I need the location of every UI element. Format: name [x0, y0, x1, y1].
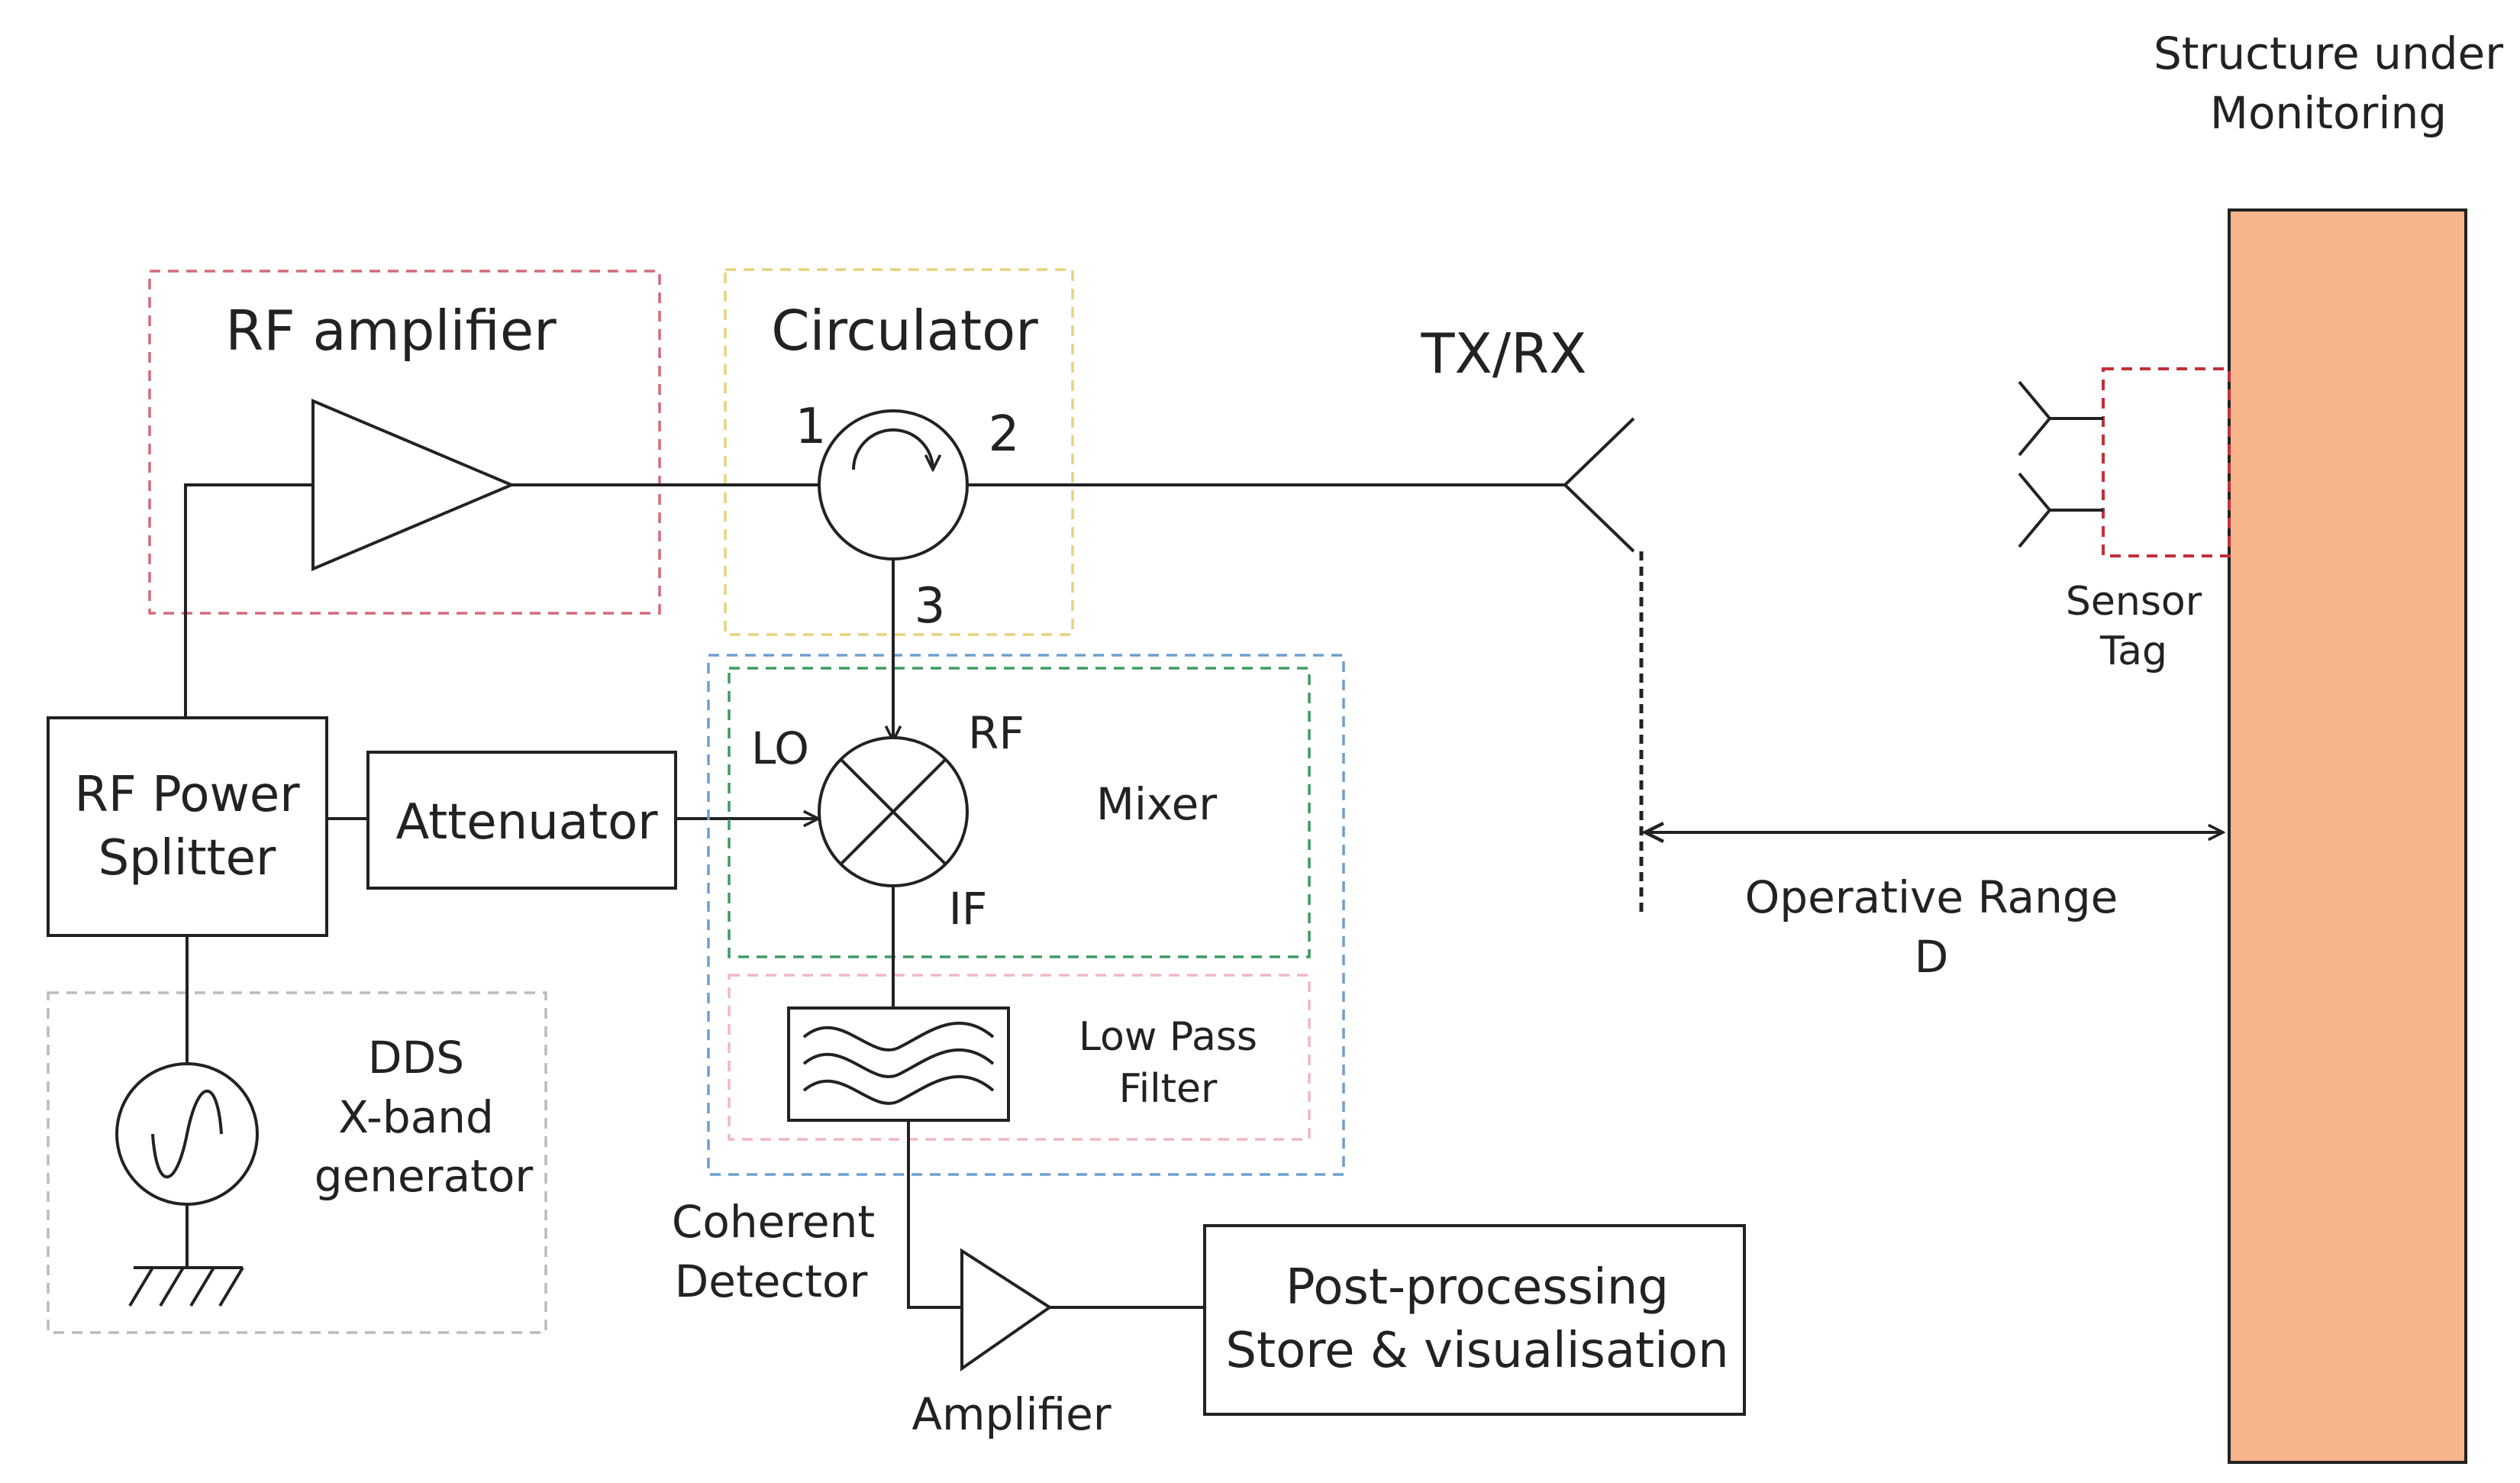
filter-to-amplifier-wire [907, 1120, 962, 1309]
circulator-icon [818, 409, 969, 561]
rf-amplifier-label: RF amplifier [225, 299, 557, 363]
filter-line1: Low Pass [1079, 1014, 1257, 1060]
rf-amplifier-triangle-icon [311, 398, 516, 572]
post-line1: Post-processing [1286, 1259, 1669, 1316]
mixer-label: Mixer [1096, 778, 1217, 830]
operative-range-line1: Operative Range [1745, 871, 2118, 923]
antenna-label: TX/RX [1421, 321, 1587, 386]
amplifier-triangle-icon [960, 1248, 1053, 1372]
sine-wave-icon [151, 1089, 223, 1179]
splitter-line2: Splitter [98, 830, 276, 887]
post-line2: Store & visualisation [1225, 1323, 1728, 1379]
attenuator-label: Attenuator [395, 794, 658, 851]
structure-wall [2228, 208, 2467, 1464]
ground-icon [128, 1266, 244, 1307]
sensor-tag-line1: Sensor [2066, 579, 2202, 625]
dds-line3: generator [315, 1150, 534, 1202]
amplifier-label: Amplifier [912, 1388, 1111, 1440]
circulator-label: Circulator [771, 299, 1038, 363]
rf-amplifier-group-box [148, 270, 661, 615]
circulator-port-3: 3 [915, 578, 946, 635]
detector-line1: Coherent [672, 1196, 875, 1248]
sensor-tag-line2: Tag [2099, 628, 2167, 674]
structure-title-line1: Structure under [2154, 27, 2503, 79]
splitter-to-amplifier-wire [184, 483, 313, 718]
filter-group-box [728, 974, 1311, 1141]
circulator-port-1: 1 [795, 399, 827, 455]
filter-line2: Filter [1119, 1066, 1218, 1112]
mixer-cross-b [839, 758, 947, 866]
circulator-rotation-arrow-icon [852, 428, 933, 470]
post-processing-box [1203, 1224, 1746, 1416]
mixer-if-label: IF [949, 883, 987, 935]
splitter-line1: RF Power [74, 767, 300, 823]
circulator-group-box [724, 268, 1074, 636]
dds-line1: DDS [368, 1032, 464, 1084]
dds-group-box [47, 991, 547, 1334]
mixer-rf-label: RF [968, 707, 1024, 759]
rf-power-splitter-box [47, 716, 328, 937]
tx-rx-antenna-icon [1428, 417, 1635, 553]
circulator-port-2: 2 [989, 406, 1020, 463]
sensor-antenna-icon [2018, 380, 2103, 548]
filter-wave-icon [802, 1021, 995, 1105]
operative-range-line2: D [1915, 931, 1949, 983]
sensor-tag-box [2102, 367, 2231, 557]
attenuator-box [366, 751, 677, 890]
mixer-lo-label: LO [751, 722, 809, 774]
mixer-group-box [728, 667, 1311, 958]
coherent-detector-group-box [707, 654, 1345, 1176]
dds-line2: X-band [338, 1091, 494, 1143]
detector-line2: Detector [675, 1255, 868, 1307]
structure-title-line2: Monitoring [2210, 87, 2447, 139]
